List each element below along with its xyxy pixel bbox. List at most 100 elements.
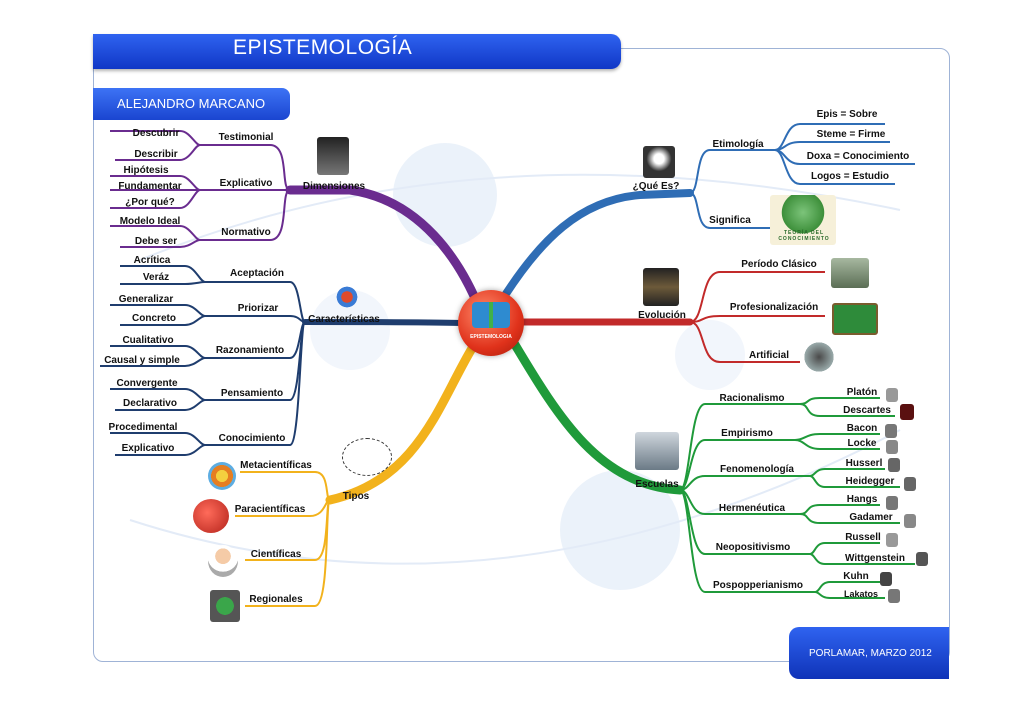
portrait-icon bbox=[880, 572, 892, 586]
fruit-icon bbox=[193, 499, 229, 533]
sub-label: Fenomenología bbox=[720, 464, 794, 475]
branch-escuelas bbox=[509, 338, 685, 495]
central-label: EPISTEMOLOGIA bbox=[470, 334, 512, 340]
figure-icon bbox=[330, 282, 364, 312]
leaf-label: Declarativo bbox=[123, 398, 177, 409]
sub-label: Empirismo bbox=[721, 428, 773, 439]
leaf-label: Wittgenstein bbox=[845, 553, 905, 564]
leaf-label: Kuhn bbox=[843, 571, 869, 582]
doodle-icon bbox=[342, 438, 392, 476]
author-name: ALEJANDRO MARCANO bbox=[117, 96, 266, 111]
scientist-icon bbox=[208, 545, 238, 577]
portrait-icon bbox=[888, 458, 900, 472]
leaf-label: Modelo Ideal bbox=[119, 216, 181, 227]
sub-label: Normativo bbox=[221, 227, 271, 238]
sub-label: Neopositivismo bbox=[715, 542, 791, 553]
leaf-label: Russell bbox=[845, 532, 881, 543]
sub-label: Científicas bbox=[250, 549, 302, 560]
branch-que-es bbox=[498, 189, 694, 304]
portrait-icon bbox=[886, 440, 898, 454]
portrait-icon bbox=[886, 496, 898, 510]
sub-label: Metacientíficas bbox=[240, 460, 312, 471]
portrait-icon bbox=[886, 533, 898, 547]
leaf-label: Steme = Firme bbox=[816, 129, 886, 140]
robot-icon bbox=[800, 342, 838, 372]
sub-label: Priorizar bbox=[237, 303, 279, 314]
leaf-label: Doxa = Conocimiento bbox=[806, 151, 910, 162]
sub-label: Regionales bbox=[249, 594, 303, 605]
leaf-label: Descartes bbox=[843, 405, 891, 416]
knowledge-tree-caption: TEORÍA DEL CONOCIMIENTO bbox=[778, 230, 830, 242]
globe-icon bbox=[210, 590, 240, 622]
central-node: EPISTEMOLOGIA bbox=[458, 290, 524, 356]
portrait-icon bbox=[904, 514, 916, 528]
leaf-label: Convergente bbox=[116, 378, 178, 389]
sub-label: Racionalismo bbox=[719, 393, 785, 404]
heads-icon bbox=[472, 302, 510, 328]
leaf-label: Descubrir bbox=[132, 128, 180, 139]
title-bar: EPISTEMOLOGÍA bbox=[93, 34, 621, 69]
hourglass-icon bbox=[643, 268, 679, 306]
branch-label-tipos: Tipos bbox=[342, 491, 370, 502]
classroom-icon bbox=[635, 432, 679, 470]
portrait-icon bbox=[904, 477, 916, 491]
leaf-label: Generalizar bbox=[118, 294, 174, 305]
portrait-icon bbox=[916, 552, 928, 566]
flower-icon bbox=[208, 462, 236, 490]
leaf-label: Describir bbox=[134, 149, 178, 160]
author-bar: ALEJANDRO MARCANO bbox=[93, 88, 290, 120]
portrait-icon bbox=[885, 424, 897, 438]
sub-label: Paracientíficas bbox=[234, 504, 306, 515]
candle-icon bbox=[643, 146, 675, 178]
branch-label-caracteristicas: Características bbox=[308, 314, 380, 325]
leaf-label: Hipótesis bbox=[123, 165, 169, 176]
sub-label: Hermenéutica bbox=[718, 503, 786, 514]
leaf-label: Procedimental bbox=[108, 422, 178, 433]
leaf-label: Explicativo bbox=[121, 443, 175, 454]
leaf-label: Locke bbox=[847, 438, 877, 449]
sub-label: Artificial bbox=[748, 350, 790, 361]
leaf-label: Gadamer bbox=[849, 512, 893, 523]
portrait-icon bbox=[888, 589, 900, 603]
leaf-label: Logos = Estudio bbox=[810, 171, 890, 182]
page-title: EPISTEMOLOGÍA bbox=[233, 36, 413, 59]
branch-dimensiones bbox=[285, 185, 485, 315]
sub-label: Etimología bbox=[712, 139, 764, 150]
sub-label: Explicativo bbox=[219, 178, 273, 189]
brain-icon bbox=[317, 137, 349, 175]
leaf-label: Fundamentar bbox=[118, 181, 182, 192]
leaf-label: Heidegger bbox=[845, 476, 895, 487]
branch-label-que-es: ¿Qué Es? bbox=[632, 181, 680, 192]
leaf-label: Acrítica bbox=[133, 255, 171, 266]
portrait-icon bbox=[886, 388, 898, 402]
leaf-label: Debe ser bbox=[134, 236, 178, 247]
footer-bar: PORLAMAR, MARZO 2012 bbox=[789, 627, 949, 679]
leaf-label: Husserl bbox=[845, 458, 883, 469]
branch-tipos bbox=[325, 340, 479, 505]
sub-label: Testimonial bbox=[218, 132, 274, 143]
branch-label-dimensiones: Dimensiones bbox=[302, 181, 366, 192]
branch-label-evolucion: Evolución bbox=[638, 310, 686, 321]
sub-label: Pospopperianismo bbox=[712, 580, 804, 591]
leaf-label: Hangs bbox=[846, 494, 878, 505]
sub-label: Pensamiento bbox=[220, 388, 284, 399]
branch-label-escuelas: Escuelas bbox=[635, 479, 679, 490]
leaf-label: Lakatos bbox=[843, 589, 879, 599]
board-icon bbox=[832, 303, 878, 335]
leaf-label: Veráz bbox=[142, 272, 170, 283]
sub-label: Profesionalización bbox=[729, 302, 819, 313]
ruins-icon bbox=[831, 258, 869, 288]
leaf-label: Cualitativo bbox=[122, 335, 174, 346]
sub-label: Conocimiento bbox=[218, 433, 286, 444]
leaf-label: Causal y simple bbox=[104, 355, 180, 366]
leaf-label: Concreto bbox=[132, 313, 176, 324]
footer-text: PORLAMAR, MARZO 2012 bbox=[809, 648, 932, 659]
leaf-label: ¿Por qué? bbox=[125, 197, 175, 208]
sub-label: Significa bbox=[709, 215, 751, 226]
sub-label: Período Clásico bbox=[741, 259, 817, 270]
sub-label: Aceptación bbox=[230, 268, 284, 279]
leaf-label: Epis = Sobre bbox=[816, 109, 878, 120]
knowledge-tree-icon bbox=[770, 195, 836, 245]
branch-caracteristicas bbox=[302, 319, 465, 326]
